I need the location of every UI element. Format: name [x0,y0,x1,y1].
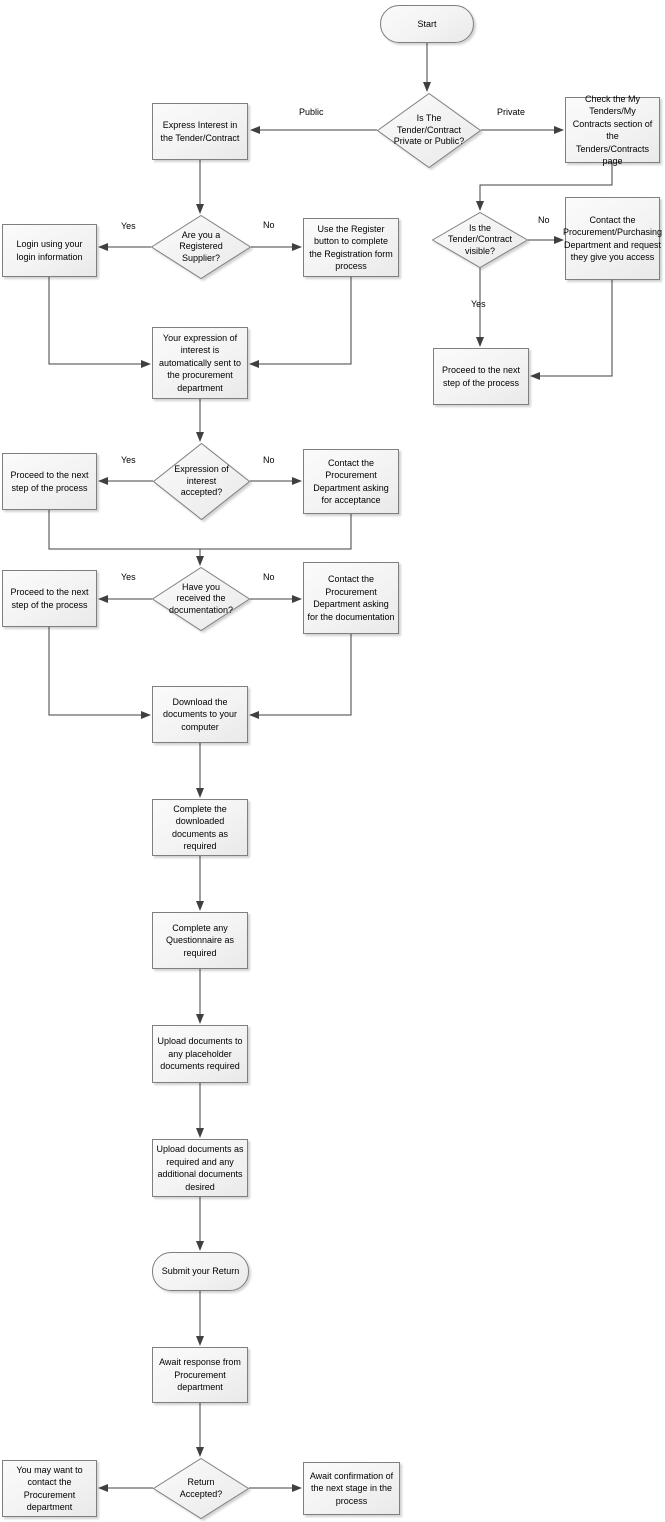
node-received-documentation: Have you received the documentation? [152,567,250,631]
decision-label: Is The Tender/Contract Private or Public… [393,113,465,147]
diamond-shape [153,443,250,520]
node-use-register-button: Use the Register button to complete the … [303,218,399,277]
node-complete-downloaded: Complete the downloaded documents as req… [152,799,248,856]
node-return-accepted: Return Accepted? [153,1458,249,1519]
edge-label-accepted-no: No [263,455,275,465]
decision-label: Return Accepted? [179,1477,223,1499]
node-proceed-next-step-1: Proceed to the next step of the process [2,453,97,510]
edge-label-accepted-yes: Yes [121,455,136,465]
edge-check-to-visible [476,163,613,211]
diamond-shape [151,215,251,279]
node-proceed-next-step-2: Proceed to the next step of the process [2,570,97,627]
node-check-my-tenders: Check the My Tenders/My Contracts sectio… [565,94,660,166]
node-contact-for-acceptance: Contact the Procurement Department askin… [303,449,399,514]
edge-label-private: Private [497,107,526,117]
node-download-documents: Download the documents to your computer [152,686,248,743]
edge-label-visible-yes: Yes [471,299,486,309]
node-submit-return: Submit your Return [152,1252,249,1291]
node-tender-visible: Is the Tender/Contract visible? [432,212,528,268]
node-proceed-next-step-visible: Proceed to the next step of the process [433,348,529,405]
node-upload-additional: Upload documents as required and any add… [152,1139,248,1197]
edge-label-received-yes: Yes [121,572,136,582]
decision-label: Have you received the documentation? [168,581,234,615]
diamond-shape [152,567,250,631]
node-express-interest: Express Interest in the Tender/Contract [152,103,248,160]
node-start: Start [380,5,474,43]
edge-login-to-sent [48,277,151,368]
edge-proceed1-merge [48,510,200,550]
edge-label-registered-no: No [263,220,275,230]
node-registered-supplier: Are you a Registered Supplier? [151,215,251,279]
edge-acceptance-merge [200,514,352,550]
edge-access-to-proceed [530,280,613,380]
edge-docs-to-download [249,634,352,719]
edge-register-to-sent [249,277,352,368]
node-expression-sent: Your expression of interest is automatic… [152,327,248,399]
node-contact-for-documentation: Contact the Procurement Department askin… [303,562,399,634]
node-login: Login using your login information [2,224,97,277]
diamond-shape [432,212,528,268]
edge-label-received-no: No [263,572,275,582]
edge-label-visible-no: No [538,215,550,225]
node-complete-questionnaire: Complete any Questionnaire as required [152,912,248,969]
diamond-shape [377,93,481,168]
decision-label: Expression of interest accepted? [174,464,229,498]
node-expression-accepted: Expression of interest accepted? [153,443,250,520]
node-contact-procurement: You may want to contact the Procurement … [2,1460,97,1517]
decision-label: Is the Tender/Contract visible? [447,222,513,256]
edge-proceed2-to-download [48,627,151,719]
node-await-response: Await response from Procurement departme… [152,1347,248,1403]
node-tender-private-or-public: Is The Tender/Contract Private or Public… [377,93,481,168]
diamond-shape [153,1458,249,1519]
node-contact-request-access: Contact the Procurement/Purchasing Depar… [563,197,662,280]
edge-label-registered-yes: Yes [121,221,136,231]
node-upload-placeholder: Upload documents to any placeholder docu… [152,1025,248,1083]
node-await-confirmation: Await confirmation of the next stage in … [303,1462,400,1515]
edge-label-public: Public [299,107,324,117]
decision-label: Are you a Registered Supplier? [179,229,223,263]
